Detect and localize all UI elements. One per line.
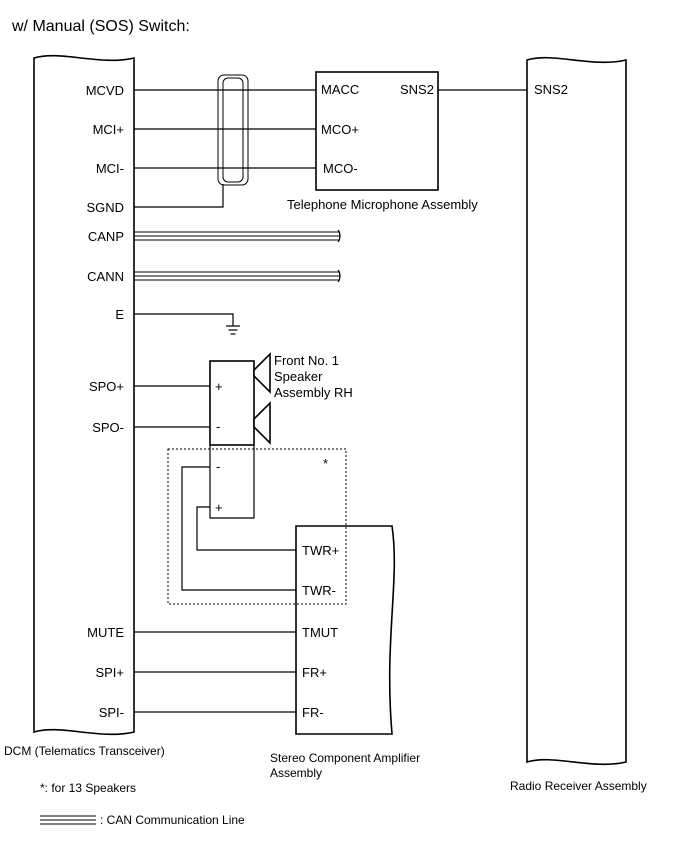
- can-legend-label: : CAN Communication Line: [100, 813, 245, 827]
- tweeter-box: [209, 445, 255, 519]
- dcm-pin-spo-plus: SPO+: [89, 379, 124, 394]
- amp-pin-twr-minus: TWR-: [302, 583, 336, 598]
- speaker-pin-plus: +: [215, 379, 223, 394]
- amp-pin-twr-plus: TWR+: [302, 543, 339, 558]
- wire-sgnd-shield: [134, 184, 224, 208]
- microphone-assembly-box: [315, 71, 439, 191]
- microphone-label: Telephone Microphone Assembly: [287, 197, 478, 212]
- speaker-label-line-3: Assembly RH: [274, 385, 353, 400]
- footnote: *: for 13 Speakers: [40, 781, 136, 795]
- dcm-pin-e: E: [115, 307, 124, 322]
- amplifier-label-line-1: Stereo Component Amplifier: [270, 751, 420, 765]
- amplifier-body: [295, 525, 396, 735]
- speaker-label-line-1: Front No. 1: [274, 353, 339, 368]
- wire-tweeter-minus-twr-minus: [181, 466, 296, 591]
- dcm-pin-canp: CANP: [88, 229, 124, 244]
- radio-receiver-label: Radio Receiver Assembly: [510, 779, 647, 793]
- dcm-pin-mci-minus: MCI-: [96, 161, 124, 176]
- can-line-canp: [134, 229, 341, 243]
- amp-pin-fr-plus: FR+: [302, 665, 327, 680]
- mic-pin-mco-plus: MCO+: [321, 122, 359, 137]
- shield-inner: [222, 77, 244, 183]
- optional-asterisk: *: [323, 456, 328, 471]
- shield-outer: [217, 74, 249, 186]
- wire-e-ground: [134, 313, 234, 326]
- dcm-pin-spi-plus: SPI+: [95, 665, 124, 680]
- tweeter-pin-minus: -: [216, 459, 220, 474]
- dcm-pin-sgnd: SGND: [86, 200, 124, 215]
- mic-pin-mco-minus: MCO-: [323, 161, 358, 176]
- dcm-label: DCM (Telematics Transceiver): [4, 744, 165, 758]
- speaker-label-line-2: Speaker: [274, 369, 323, 384]
- dcm-pin-mcvd: MCVD: [86, 83, 124, 98]
- radio-receiver-body: [526, 56, 627, 766]
- wire-tweeter-plus-twr-plus: [196, 506, 296, 551]
- mic-pin-macc: MACC: [321, 82, 359, 97]
- dcm-pin-mci-plus: MCI+: [93, 122, 124, 137]
- dcm-pin-mute: MUTE: [87, 625, 124, 640]
- optional-region-dotted: [167, 448, 347, 605]
- dcm-pin-spo-minus: SPO-: [92, 420, 124, 435]
- can-legend-symbol: [40, 815, 96, 825]
- amp-pin-tmut: TMUT: [302, 625, 338, 640]
- radio-pin-sns2: SNS2: [534, 82, 568, 97]
- front-speaker-cone-icon: [253, 352, 271, 394]
- diagram-title: w/ Manual (SOS) Switch:: [11, 18, 190, 35]
- ground-icon: [226, 325, 240, 335]
- front-speaker-box: [209, 360, 255, 446]
- dcm-pin-cann: CANN: [87, 269, 124, 284]
- dcm-pin-spi-minus: SPI-: [99, 705, 124, 720]
- tweeter-pin-plus: +: [215, 500, 223, 515]
- amplifier-label-line-2: Assembly: [270, 766, 322, 780]
- speaker-pin-minus: -: [216, 419, 220, 434]
- can-line-cann: [134, 269, 341, 283]
- amp-pin-fr-minus: FR-: [302, 705, 324, 720]
- mic-pin-sns2: SNS2: [400, 82, 434, 97]
- dcm-component-body: [33, 54, 135, 736]
- front-speaker-cone-icon: [253, 401, 271, 445]
